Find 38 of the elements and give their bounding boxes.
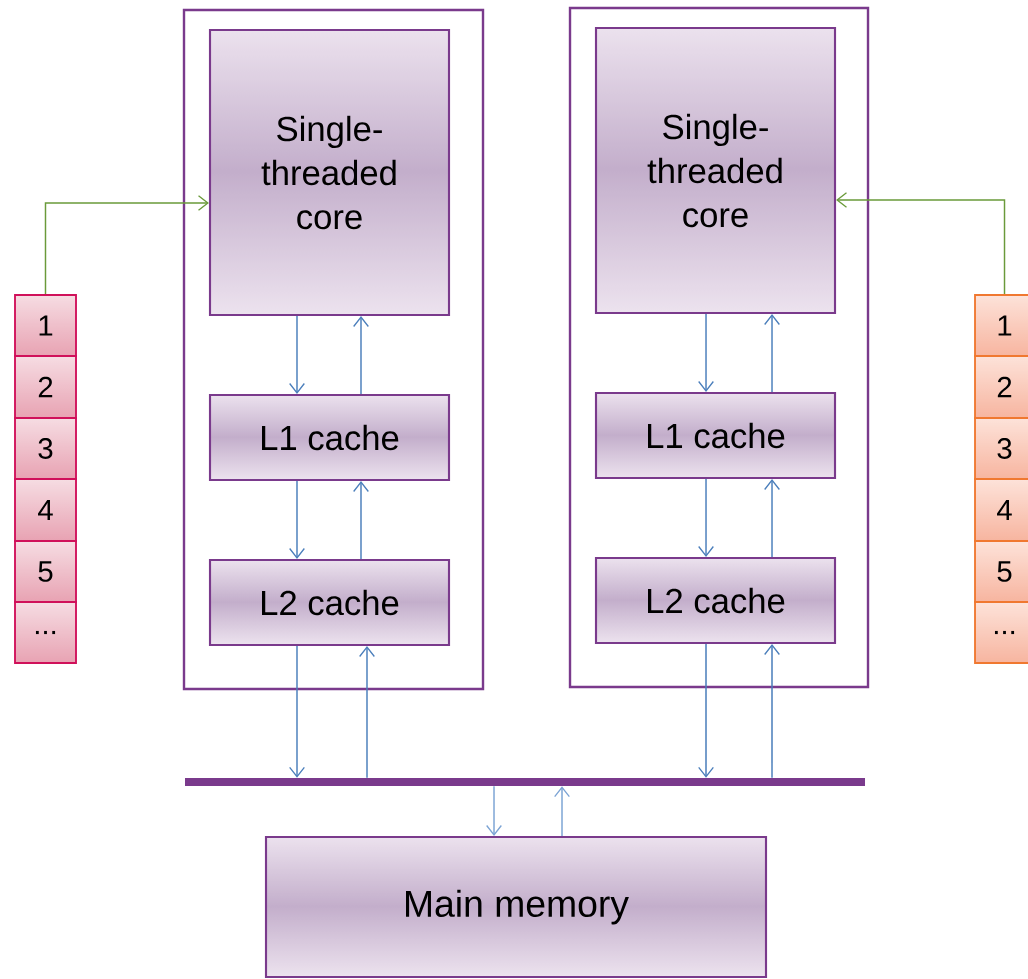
queue-cell: 5	[974, 540, 1028, 603]
arrow	[764, 479, 780, 558]
arrow	[44, 195, 209, 295]
queue-cell: ...	[974, 601, 1028, 664]
arrow	[698, 478, 714, 557]
memory-box: Main memory	[264, 835, 768, 979]
arrow	[764, 314, 780, 393]
queue-cell: 1	[974, 294, 1028, 357]
processor-frame	[182, 8, 485, 691]
arrow	[554, 786, 570, 837]
queue-cell: ...	[14, 601, 77, 664]
queue-cell: 2	[974, 355, 1028, 419]
arrow	[289, 480, 305, 559]
arrow	[698, 313, 714, 392]
queue-cell: 5	[14, 540, 77, 603]
cache-box: L1 cache	[208, 393, 451, 482]
bus-bar	[185, 778, 865, 786]
cache-box: L1 cache	[594, 391, 837, 480]
arrow	[698, 643, 714, 778]
core-box: Single-threaded core	[594, 26, 837, 315]
queue-cell: 2	[14, 355, 77, 419]
arrow	[486, 785, 502, 836]
arrow	[353, 481, 369, 560]
queue-cell: 1	[14, 294, 77, 357]
queue-cell: 4	[14, 478, 77, 542]
arrow	[353, 316, 369, 395]
arrow	[764, 644, 780, 779]
cache-box: L2 cache	[208, 558, 451, 647]
arrow	[289, 315, 305, 394]
arrow	[359, 646, 375, 779]
cache-box: L2 cache	[594, 556, 837, 645]
core-box: Single-threaded core	[208, 28, 451, 317]
arrow	[836, 192, 1006, 295]
queue-cell: 4	[974, 478, 1028, 542]
queue-cell: 3	[14, 417, 77, 480]
queue-cell: 3	[974, 417, 1028, 480]
processor-frame	[568, 6, 870, 689]
arrow	[289, 645, 305, 778]
